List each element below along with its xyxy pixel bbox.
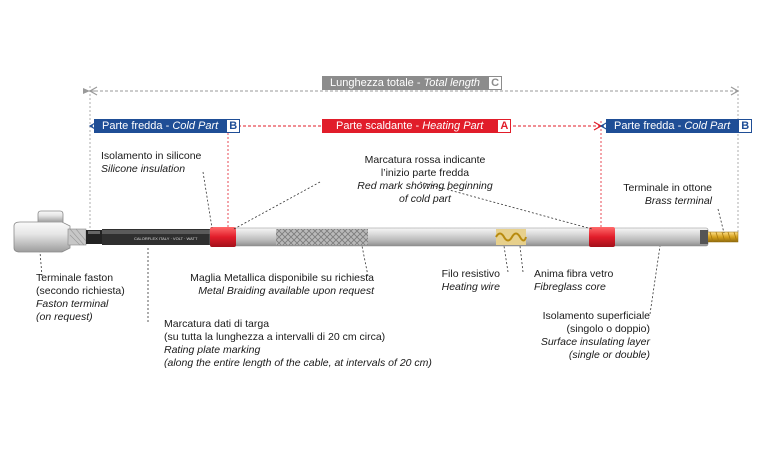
cold-left-en: Cold Part [172, 120, 219, 132]
rating-en2: (along the entire length of the cable, a… [164, 357, 432, 369]
leader-lines [39, 171, 725, 322]
total-length-it: Lunghezza totale [330, 77, 414, 89]
brass-en: Brass terminal [644, 195, 712, 207]
heating-en: Heating Part [422, 120, 484, 132]
total-length-en: Total length [423, 77, 481, 89]
surface-insulation-label: Isolamento superficiale (singolo o doppi… [520, 310, 650, 362]
faston-it2: (secondo richiesta) [36, 285, 125, 297]
heating-cable [209, 227, 709, 247]
fiber-en: Fibreglass core [534, 281, 606, 293]
red-mark-en2: of cold part [399, 193, 451, 205]
heating-letter: A [497, 119, 512, 133]
heating-part-header: Parte scaldante - Heating Part A [322, 119, 512, 133]
silicone-it: Isolamento in silicone [101, 150, 202, 162]
braiding-it: Maglia Metallica disponibile su richiest… [190, 272, 374, 284]
cold-left-it: Parte fredda [102, 120, 163, 132]
total-length-dimension [83, 86, 740, 232]
cold-right-en: Cold Part [684, 120, 731, 132]
red-mark-left [210, 227, 236, 247]
faston-it1: Terminale faston [36, 272, 114, 284]
rating-it2: (su tutta la lunghezza a intervalli di 2… [164, 331, 386, 343]
wire-it: Filo resistivo [441, 268, 500, 280]
total-length-letter: C [488, 76, 503, 90]
silicone-en: Silicone insulation [101, 163, 186, 175]
brass-terminal-label: Terminale in ottone Brass terminal [600, 182, 712, 208]
red-mark-en1: Red mark showing beginning [357, 180, 493, 192]
cable-print-text: CALORFLEX ITALY · VOLT · WATT [134, 236, 198, 241]
total-length-header: Lunghezza totale - Total length C [322, 76, 503, 90]
fibreglass-core-label: Anima fibra vetro Fibreglass core [534, 268, 613, 294]
surface-it1: Isolamento superficiale [542, 310, 650, 322]
surface-en1: Surface insulating layer [540, 336, 650, 348]
surface-en2: (single or double) [568, 349, 650, 361]
faston-en2: (on request) [36, 311, 93, 323]
rating-plate-label: Marcatura dati di targa (su tutta la lun… [164, 318, 432, 370]
cold-part-right-header: Parte fredda - Cold Part B [606, 119, 753, 133]
heating-wire-label: Filo resistivo Heating wire [420, 268, 500, 294]
brass-terminal [700, 230, 739, 244]
faston-terminal [13, 210, 87, 253]
red-mark-it1: Marcatura rossa indicante [364, 154, 486, 166]
brass-it: Terminale in ottone [623, 182, 712, 194]
heating-it: Parte scaldante [336, 120, 413, 132]
faston-en1: Faston terminal [36, 298, 109, 310]
surface-it2: (singolo o doppio) [566, 323, 650, 335]
cold-part-left-header: Parte fredda - Cold Part B [94, 119, 241, 133]
rating-it1: Marcatura dati di targa [164, 318, 270, 330]
cable-terminal-section: CALORFLEX ITALY · VOLT · WATT [86, 229, 210, 245]
metal-braiding-label: Maglia Metallica disponibile su richiest… [160, 272, 374, 298]
cold-left-letter: B [226, 119, 241, 133]
red-mark-right [589, 227, 615, 247]
heating-wire [495, 232, 527, 242]
cold-right-letter: B [738, 119, 753, 133]
braiding-en: Metal Braiding available upon request [198, 285, 374, 297]
metal-braiding [276, 229, 368, 245]
fiber-it: Anima fibra vetro [534, 268, 614, 280]
red-mark-label: Marcatura rossa indicante l’inizio parte… [330, 154, 520, 206]
faston-terminal-label: Terminale faston (secondo richiesta) Fas… [36, 272, 125, 324]
wire-en: Heating wire [441, 281, 500, 293]
cold-right-it: Parte fredda [614, 120, 675, 132]
rating-en1: Rating plate marking [164, 344, 261, 356]
red-mark-it2: l’inizio parte fredda [380, 167, 470, 179]
silicone-insulation-label: Isolamento in silicone Silicone insulati… [101, 150, 201, 176]
